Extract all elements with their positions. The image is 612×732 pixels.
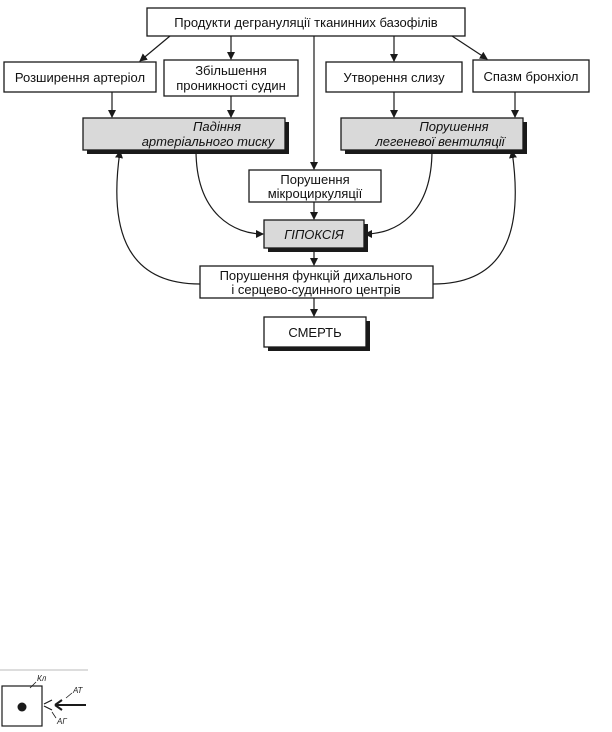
node-hypoxia-label: ГІПОКСІЯ: [284, 227, 344, 242]
node-mucus-label: Утворення слизу: [343, 70, 445, 85]
node-ventilation-line2: легеневої вентиляції: [374, 134, 506, 149]
edge-products-bronchospasm: [451, 35, 488, 60]
fragment-at-label: АТ: [72, 686, 84, 695]
node-bronchospasm-label: Спазм бронхіол: [483, 69, 578, 84]
node-centers: Порушення функцій дихального і серцево-с…: [199, 265, 434, 299]
node-mucus: Утворення слизу: [325, 61, 463, 93]
edge-pressure-hypoxia: [195, 149, 264, 238]
node-ventilation-line1: Порушення: [419, 119, 488, 134]
edge-centers-ventilation-feedback: [432, 150, 517, 285]
node-arteriole: Розширення артеріол: [3, 61, 157, 93]
node-pressure-drop-line1: Падіння: [193, 119, 241, 134]
node-pressure-drop: Падіння артеріального тиску: [82, 117, 289, 154]
node-permeability-line2: проникності судин: [176, 78, 286, 93]
edge-centers-pressure-feedback: [115, 150, 201, 285]
edge-ventilation-hypoxia: [364, 149, 433, 238]
node-pressure-drop-line2: артеріального тиску: [142, 134, 276, 149]
antibody-shape: [54, 699, 86, 711]
cell-nucleus: [17, 702, 27, 712]
node-hypoxia: ГІПОКСІЯ: [263, 219, 368, 252]
node-permeability-line1: Збільшення: [195, 63, 267, 78]
node-ventilation: Порушення легеневої вентиляції: [340, 117, 527, 154]
node-death: СМЕРТЬ: [263, 316, 370, 351]
node-microcirculation-line1: Порушення: [280, 172, 349, 187]
node-microcirculation-line2: мікроциркуляції: [268, 186, 363, 201]
node-products: Продукти дегрануляції тканинних базофілі…: [146, 7, 466, 37]
node-centers-line1: Порушення функцій дихального: [220, 268, 413, 283]
receptor-shape: [43, 699, 53, 711]
edge-products-arteriole: [139, 35, 171, 62]
node-microcirculation: Порушення мікроциркуляції: [248, 169, 382, 203]
edges: [108, 35, 519, 317]
node-centers-line2: і серцево-судинного центрів: [231, 282, 400, 297]
node-products-label: Продукти дегрануляції тканинних базофілі…: [174, 15, 438, 30]
fragment-ag-label: АГ: [56, 717, 67, 726]
node-permeability: Збільшення проникності судин: [163, 59, 299, 97]
node-death-label: СМЕРТЬ: [288, 325, 341, 340]
fragment-kl-label: Кл: [37, 674, 47, 683]
node-arteriole-label: Розширення артеріол: [15, 70, 145, 85]
node-bronchospasm: Спазм бронхіол: [472, 59, 590, 93]
next-figure-fragment: Кл АТ АГ: [0, 669, 88, 727]
